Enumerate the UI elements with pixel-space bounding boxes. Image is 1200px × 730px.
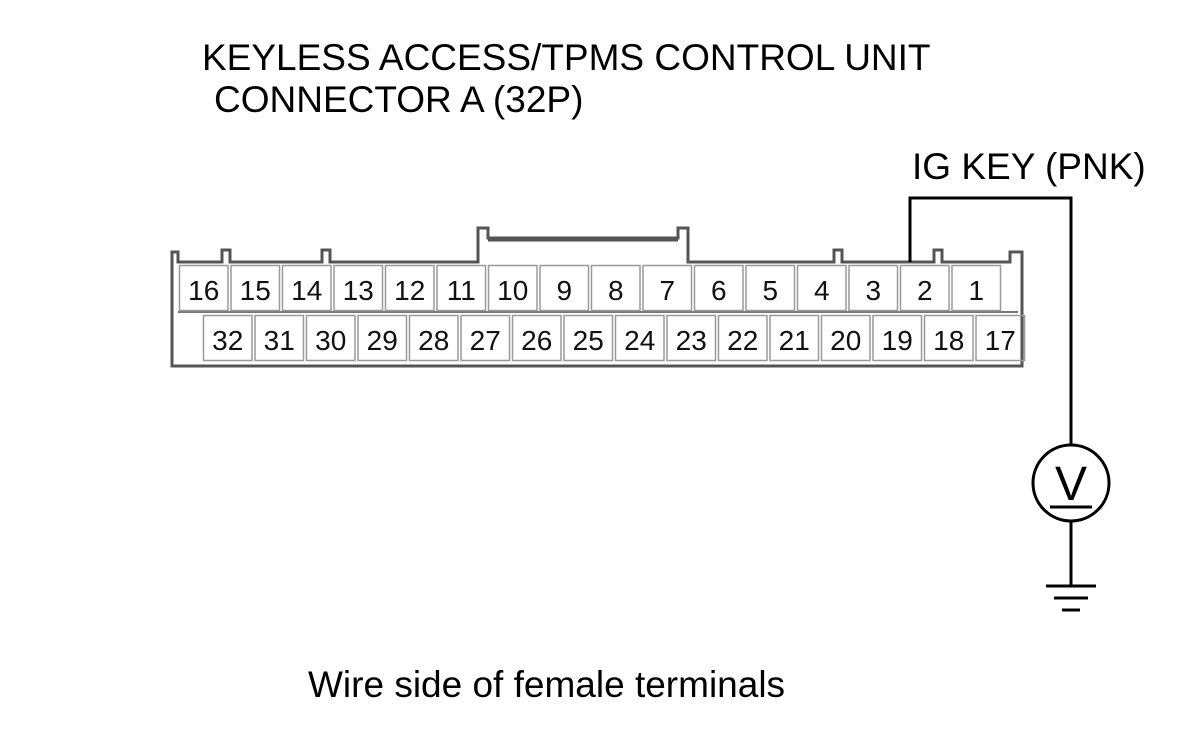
terminal-cell xyxy=(460,314,511,362)
terminal-cell xyxy=(923,314,974,362)
terminal-cell xyxy=(333,264,384,312)
terminal-number: 25 xyxy=(573,325,604,356)
terminal-number: 6 xyxy=(711,275,727,306)
terminal-number: 5 xyxy=(762,275,778,306)
terminal-number: 9 xyxy=(556,275,572,306)
terminal-number: 27 xyxy=(470,325,501,356)
terminal-cell xyxy=(254,314,305,362)
terminal-number: 20 xyxy=(830,325,861,356)
terminal-cell xyxy=(408,314,459,362)
terminal-cell xyxy=(281,264,332,312)
diagram-title-line2: CONNECTOR A (32P) xyxy=(214,79,584,120)
terminal-cell xyxy=(230,264,281,312)
terminal-cell xyxy=(511,314,562,362)
terminal-cell xyxy=(745,264,796,312)
terminal-number: 31 xyxy=(264,325,295,356)
voltmeter-symbol: V xyxy=(1055,458,1087,511)
terminal-cell xyxy=(202,314,253,362)
wire-label: IG KEY (PNK) xyxy=(912,146,1146,187)
terminal-cell xyxy=(563,314,614,362)
terminal-cell xyxy=(384,264,435,312)
pins-top-row: 16 15 14 13 12 11 10 9 8 7 6 5 4 3 2 1 xyxy=(178,264,1002,312)
diagram-caption: Wire side of female terminals xyxy=(308,664,786,705)
terminal-number: 14 xyxy=(291,275,322,306)
terminal-cell xyxy=(951,264,1002,312)
terminal-cell xyxy=(820,314,871,362)
terminal-cell xyxy=(614,314,665,362)
terminal-number: 8 xyxy=(608,275,624,306)
terminal-cell xyxy=(848,264,899,312)
terminal-number: 15 xyxy=(240,275,271,306)
terminal-cell xyxy=(796,264,847,312)
terminal-cell xyxy=(539,264,590,312)
probe-wire xyxy=(908,196,1073,444)
terminal-number: 26 xyxy=(521,325,552,356)
terminal-number: 7 xyxy=(659,275,675,306)
terminal-cell xyxy=(305,314,356,362)
terminal-number: 11 xyxy=(447,275,476,306)
terminal-number: 16 xyxy=(188,275,219,306)
terminal-cell xyxy=(590,264,641,312)
terminal-cell xyxy=(666,314,717,362)
terminal-number: 19 xyxy=(882,325,913,356)
terminal-number: 2 xyxy=(917,275,933,306)
terminal-cell xyxy=(642,264,693,312)
pins-bottom-row: 32 31 30 29 28 27 26 25 24 23 22 21 20 19 18 17 xyxy=(202,314,1026,362)
terminal-number: 28 xyxy=(418,325,449,356)
terminal-cell xyxy=(178,264,229,312)
terminal-cell xyxy=(693,264,744,312)
terminal-number: 3 xyxy=(865,275,881,306)
terminal-cell xyxy=(975,314,1026,362)
terminal-cell xyxy=(899,264,950,312)
terminal-number: 4 xyxy=(814,275,830,306)
terminal-number: 10 xyxy=(497,275,528,306)
terminal-cell xyxy=(436,264,487,312)
diagram-title-line1: KEYLESS ACCESS/TPMS CONTROL UNIT xyxy=(202,37,931,78)
terminal-number: 1 xyxy=(968,275,984,306)
terminal-number: 29 xyxy=(367,325,398,356)
terminal-number: 12 xyxy=(394,275,425,306)
connector-housing xyxy=(170,226,1024,368)
terminal-cell xyxy=(357,314,408,362)
terminal-number: 24 xyxy=(624,325,655,356)
terminal-cell xyxy=(487,264,538,312)
terminal-number: 32 xyxy=(212,325,243,356)
terminal-number: 22 xyxy=(727,325,758,356)
terminal-number: 21 xyxy=(779,325,810,356)
terminal-number: 17 xyxy=(985,325,1016,356)
ground-icon xyxy=(1046,584,1096,612)
terminal-cell xyxy=(872,314,923,362)
terminal-number: 18 xyxy=(933,325,964,356)
terminal-number: 30 xyxy=(315,325,346,356)
terminal-number: 23 xyxy=(676,325,707,356)
terminal-cell xyxy=(769,314,820,362)
terminal-cell xyxy=(717,314,768,362)
terminal-number: 13 xyxy=(343,275,374,306)
